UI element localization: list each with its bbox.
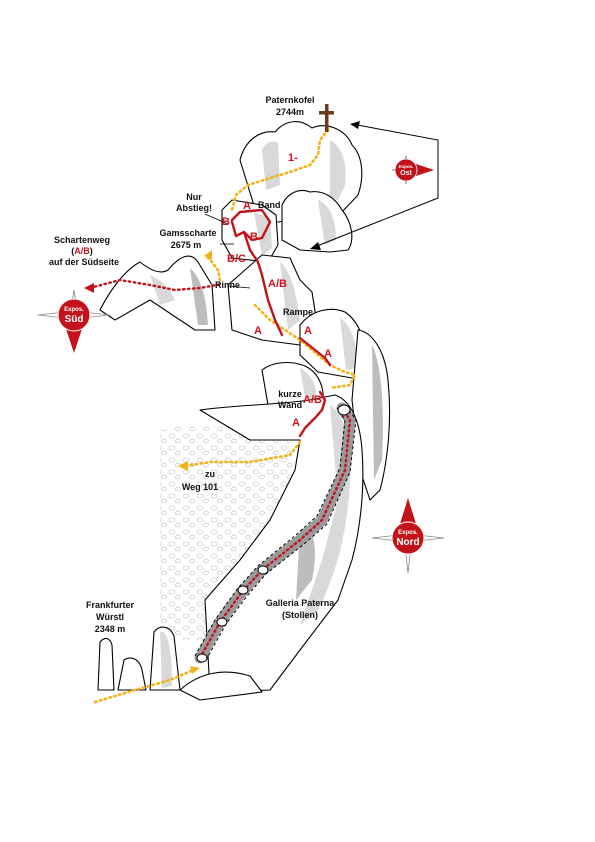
arrow-schartenweg: [84, 283, 94, 293]
label-weg-101: Weg 101: [182, 482, 218, 492]
label-gamsscharte-elev: 2675 m: [171, 240, 202, 250]
label-rinne: Rinne: [215, 280, 240, 290]
arrow-rinne: [204, 250, 212, 260]
label-nur: Nur: [186, 192, 202, 202]
compass-ost-bottom: Ost: [400, 170, 412, 177]
compass-ost-top: Expos.: [399, 164, 414, 169]
label-schartenweg: Schartenweg: [54, 235, 110, 245]
arrow-bracket-bottom: [310, 242, 321, 250]
path-rinne: [206, 256, 222, 282]
label-galleria: Galleria Paterna: [266, 598, 336, 608]
grade-ab-wand: A/B: [303, 394, 322, 406]
grade-a-lower: A: [292, 417, 300, 429]
leader-nur-abstieg: [204, 213, 229, 225]
summit-cross-icon: [319, 104, 334, 132]
label-kurze: kurze: [278, 389, 302, 399]
label-band: Band: [258, 200, 281, 210]
compass-nord-top: Expos.: [398, 530, 418, 536]
label-wand: Wand: [278, 400, 302, 410]
schartenweg-path: [88, 278, 224, 292]
label-stollen: (Stollen): [282, 610, 318, 620]
label-frankfurter-elev: 2348 m: [95, 624, 126, 634]
path-summit-descent: [230, 128, 330, 212]
grade-ab-upper: A/B: [268, 278, 287, 290]
grade-bc: B/C: [227, 253, 246, 265]
mountain-rock-south-ridge: [99, 255, 216, 331]
grade-b-mid: B: [250, 231, 258, 243]
label-gamsscharte-name: Gamsscharte: [159, 228, 216, 238]
tunnel-windows: [196, 404, 351, 663]
arrow-approach-lower: [190, 666, 200, 674]
label-frankfurter: Frankfurter: [86, 600, 135, 610]
grade-1minus: 1-: [288, 152, 298, 164]
path-rampe-traverse: [253, 303, 357, 390]
climbing-route-rampe: [298, 336, 332, 367]
climbing-route-wand: [298, 390, 327, 438]
arrow-bracket-top: [350, 121, 360, 129]
climbing-route-upper: [230, 208, 272, 242]
exposure-bracket-east: [311, 123, 439, 249]
grade-a-rampe-right: A: [324, 348, 332, 360]
compass-ost-icon: Expos. Ost: [391, 155, 434, 185]
galleria-tunnel-edge-right: [205, 407, 357, 661]
leader-rinne: [227, 285, 251, 289]
compass-sued-top: Expos.: [64, 307, 84, 313]
approach-path-lower: [93, 666, 200, 704]
compass-sued-bottom: Süd: [65, 314, 84, 325]
label-schartenweg-grade: (A/B): [71, 246, 93, 256]
label-rampe: Rampe: [283, 307, 313, 317]
compass-sued-icon: Expos. Süd: [37, 289, 111, 353]
label-zu: zu: [205, 469, 215, 479]
summit-elevation: 2744m: [276, 107, 304, 117]
path-to-weg-101: [183, 440, 302, 468]
mountain-rock-frankfurter: [97, 626, 263, 701]
mountain-rock-lower-pillar: [199, 394, 364, 693]
climbing-route-bc: [242, 230, 284, 337]
grade-a-rampe-left: A: [254, 325, 262, 337]
mountain-rock-mid: [227, 254, 391, 501]
grade-a-rampe-mid: A: [304, 325, 312, 337]
galleria-route: [198, 406, 352, 660]
compass-nord-icon: Expos. Nord: [371, 498, 445, 574]
label-abstieg: Abstieg!: [176, 203, 212, 213]
summit-name: Paternkofel: [265, 95, 314, 105]
label-wurstl: Würstl: [96, 612, 124, 622]
arrow-to-weg-101: [178, 461, 188, 471]
label-schartenweg-side: auf der Südseite: [49, 257, 119, 267]
grade-band-a: A: [243, 200, 251, 212]
grade-b-left: B: [222, 216, 230, 228]
compass-nord-bottom: Nord: [396, 537, 419, 548]
